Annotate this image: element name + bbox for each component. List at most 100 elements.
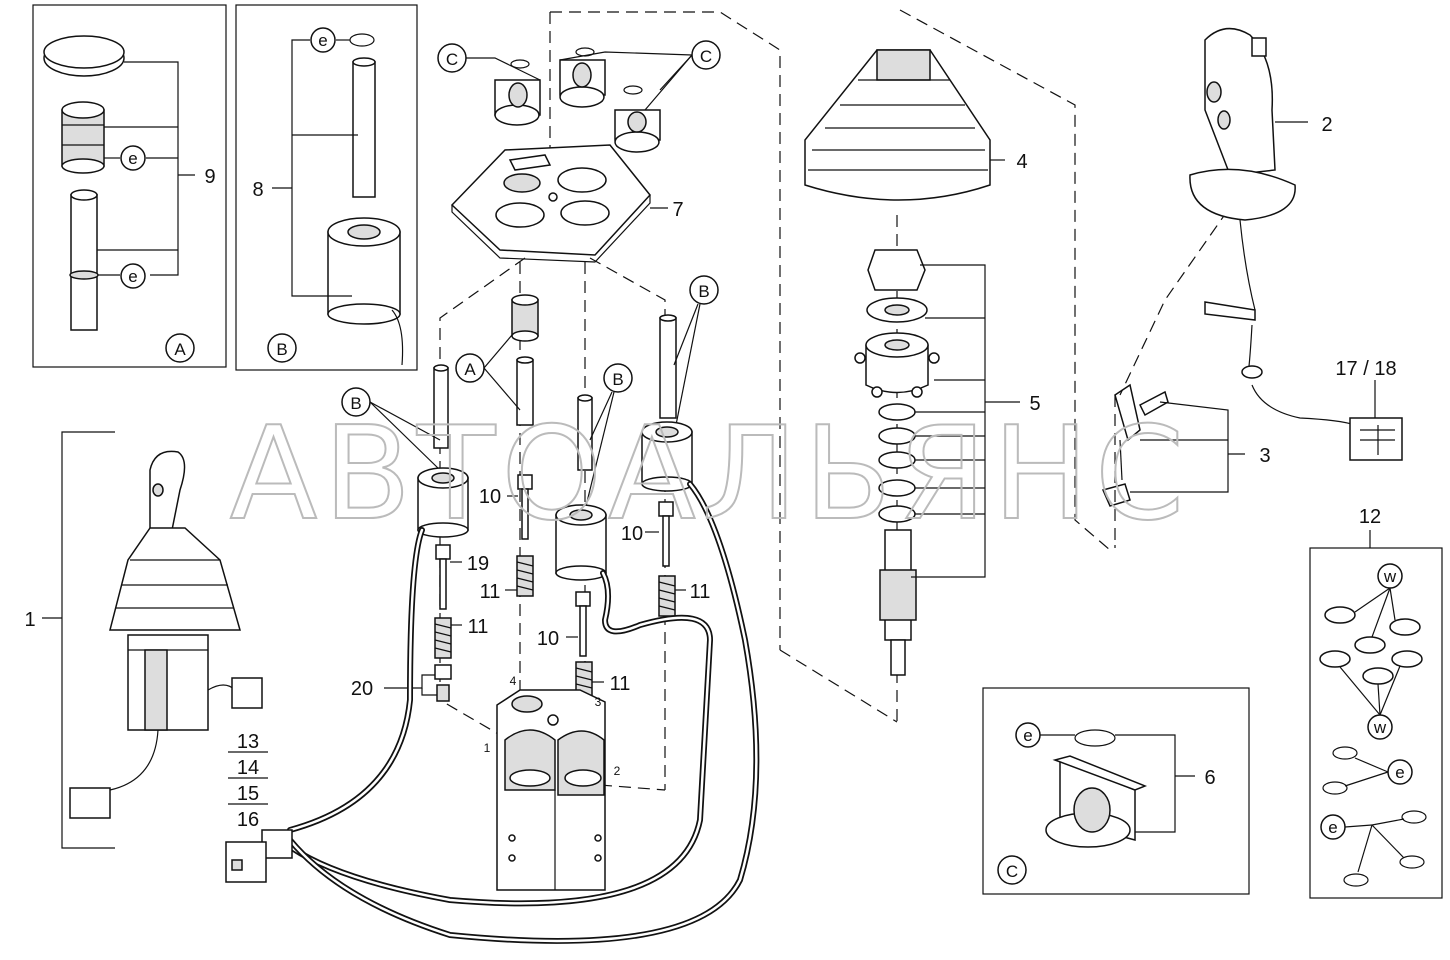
cam-block (494, 79, 541, 126)
cam-block (559, 59, 606, 108)
o-ring (1354, 636, 1386, 654)
callout-14: 14 (237, 757, 259, 779)
callout-10: 10 (537, 628, 559, 650)
o-ring (1391, 650, 1423, 668)
ref-c-circle (437, 43, 467, 73)
cam-block (614, 109, 661, 153)
port-number: 2 (614, 764, 621, 778)
plunger-guide (61, 101, 105, 174)
callout-10: 10 (621, 523, 643, 545)
circlip (1343, 873, 1369, 887)
ref-b-label: B (350, 394, 361, 413)
ref-e-label: e (128, 267, 137, 286)
ref-c-circle (691, 40, 721, 70)
circlip (1332, 746, 1358, 760)
kit-box-a: e e 9 A (32, 4, 227, 368)
valve-body: 4 3 1 2 (484, 674, 621, 891)
ref-e-circle (120, 263, 146, 289)
callout-11: 11 (610, 673, 631, 695)
ref-b-circle (689, 275, 719, 305)
callout-4: 4 (1016, 151, 1027, 173)
o-ring (1362, 667, 1394, 685)
rubber-boot: 4 (804, 9, 1111, 551)
plunger (575, 591, 591, 657)
o-ring (1389, 618, 1421, 636)
circlip (1322, 781, 1348, 795)
callout-12: 12 (1359, 506, 1381, 528)
kit-a-badge-label: A (174, 340, 186, 359)
port-number: 4 (510, 674, 517, 688)
kit-box-12: 12 w w e e (1309, 506, 1443, 899)
callout-7: 7 (672, 199, 683, 221)
ref-e-circle (120, 145, 146, 171)
callout-8: 8 (252, 179, 263, 201)
mounting-plate-assembly: C C 7 (437, 11, 781, 650)
guide-cup-center (555, 504, 607, 581)
pin-b-left (433, 364, 449, 449)
harness-connector (1349, 417, 1403, 461)
ref-a-label: A (464, 360, 476, 379)
callout-20: 20 (351, 678, 373, 700)
circlip (1074, 729, 1116, 747)
ref-w-label: w (1383, 567, 1397, 586)
cam-block-large (1045, 755, 1148, 848)
port-number: 3 (595, 695, 602, 709)
assembled-joystick: 1 (24, 431, 263, 849)
watermark: АВТОАЛЬЯНС (230, 400, 1191, 549)
plunger (658, 501, 674, 567)
guide-cup-right (641, 421, 693, 492)
ref-e-label: e (1395, 763, 1404, 782)
pin (69, 189, 99, 331)
guide-housing (327, 217, 404, 366)
o-ring (1324, 606, 1356, 624)
ref-w-label: w (1373, 718, 1387, 737)
ref-e-label: e (1023, 726, 1032, 745)
kit-c-badge-label: C (1006, 862, 1018, 881)
kit-b-badge (267, 333, 297, 363)
ref-b-circle (603, 363, 633, 393)
ref-b-label: B (612, 370, 623, 389)
ref-b-label: B (698, 282, 709, 301)
kit-box-b: e 8 B (235, 4, 418, 371)
callout-10: 10 (479, 486, 501, 508)
pin-small (516, 356, 534, 426)
callout-11: 11 (480, 581, 501, 603)
callout-11: 11 (468, 616, 489, 638)
harness-connector (231, 677, 263, 709)
ref-e-label: e (1328, 818, 1337, 837)
pivot-stack: 5 (779, 215, 1041, 723)
circlip (349, 33, 375, 47)
circlip (1399, 855, 1425, 869)
ref-c-label: C (446, 50, 458, 69)
circlip (510, 59, 530, 69)
callout-9: 9 (204, 166, 215, 188)
pin (352, 61, 376, 198)
o-ring (1319, 650, 1351, 668)
harness-connector (225, 829, 293, 883)
ref-e-label: e (318, 31, 327, 50)
cable-harness (225, 481, 760, 944)
ref-e-circle (310, 27, 336, 53)
plunger-guide-small (511, 294, 539, 342)
callout-11: 11 (690, 581, 711, 603)
plunger (435, 544, 451, 610)
callout-16: 16 (237, 809, 259, 831)
callout-5: 5 (1029, 393, 1040, 415)
spring (434, 617, 452, 659)
ref-c-label: C (700, 47, 712, 66)
port-number: 1 (484, 741, 491, 755)
callout-13: 13 (237, 731, 259, 753)
spacer-and-spring (434, 664, 452, 702)
callout-2: 2 (1321, 114, 1332, 136)
pin-b-center (577, 394, 593, 471)
spring (516, 555, 534, 597)
spring (658, 575, 676, 617)
circlip (623, 85, 643, 95)
guide-cup-left (417, 467, 469, 538)
callout-15: 15 (237, 783, 259, 805)
callout-6: 6 (1204, 767, 1215, 789)
callout-19: 19 (467, 553, 489, 575)
callout-3: 3 (1259, 445, 1270, 467)
kit-a-badge (165, 333, 195, 363)
